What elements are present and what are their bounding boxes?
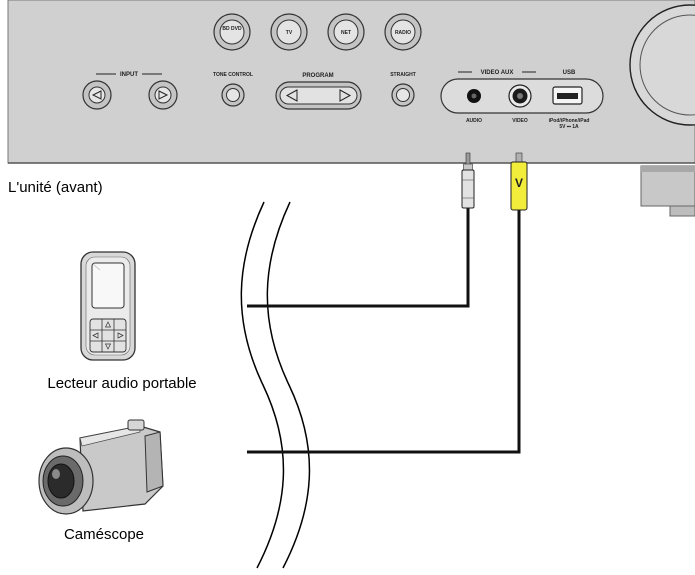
portable-player-icon: [80, 251, 136, 361]
camcorder-caption: Caméscope: [64, 526, 144, 543]
program-selector[interactable]: [275, 81, 362, 110]
video-plug-letter: V: [515, 176, 523, 190]
usb-note-line-1: iPod/iPhone/iPad: [549, 118, 590, 124]
audio-jack[interactable]: [467, 89, 481, 103]
video-jack[interactable]: [508, 84, 532, 108]
input-right-button[interactable]: [148, 80, 178, 110]
video-jack-label: VIDEO: [512, 118, 528, 124]
program-label: PROGRAM: [302, 73, 333, 79]
portable-player-caption: Lecteur audio portable: [47, 375, 196, 392]
left-arrow-icon: [91, 90, 102, 100]
right-arrow-icon: [158, 90, 169, 100]
source-button-label: BD DVD: [222, 26, 242, 32]
tone-control-button[interactable]: [221, 83, 245, 107]
audio-cable: [247, 208, 470, 308]
source-button-label: NET: [341, 30, 351, 36]
video-cable: [247, 210, 521, 454]
audio-jack-label: AUDIO: [466, 118, 482, 124]
tone-control-label: TONE CONTROL: [213, 72, 253, 78]
usb-port[interactable]: [552, 86, 583, 105]
usb-label: USB: [563, 70, 576, 76]
program-left-icon: [285, 89, 298, 102]
source-button-label: RADIO: [395, 30, 411, 36]
unit-foot: [640, 165, 695, 217]
volume-knob[interactable]: [629, 4, 695, 126]
wall-break-line-right: [266, 201, 311, 569]
wall-break-line-left: [240, 201, 285, 569]
straight-label: STRAIGHT: [390, 72, 416, 78]
source-button-bd-dvd[interactable]: BD DVD: [213, 13, 251, 51]
source-button-net[interactable]: NET: [327, 13, 365, 51]
input-label: INPUT: [120, 72, 138, 78]
audio-mini-plug: [461, 152, 475, 209]
video-aux-label: VIDEO AUX: [481, 70, 514, 76]
usb-note-line-2: 5V ⎓ 1A: [559, 124, 579, 130]
input-left-button[interactable]: [82, 80, 112, 110]
video-rca-plug: V: [510, 152, 528, 211]
unit-front-caption: L'unité (avant): [8, 179, 103, 196]
source-button-radio[interactable]: RADIO: [384, 13, 422, 51]
straight-button[interactable]: [391, 83, 415, 107]
source-button-tv[interactable]: TV: [270, 13, 308, 51]
source-button-label: TV: [286, 30, 293, 36]
unit-front-panel: BD DVD TV NET RADIO INPUT: [7, 0, 695, 164]
program-right-icon: [339, 89, 352, 102]
camcorder-icon: [38, 419, 164, 515]
